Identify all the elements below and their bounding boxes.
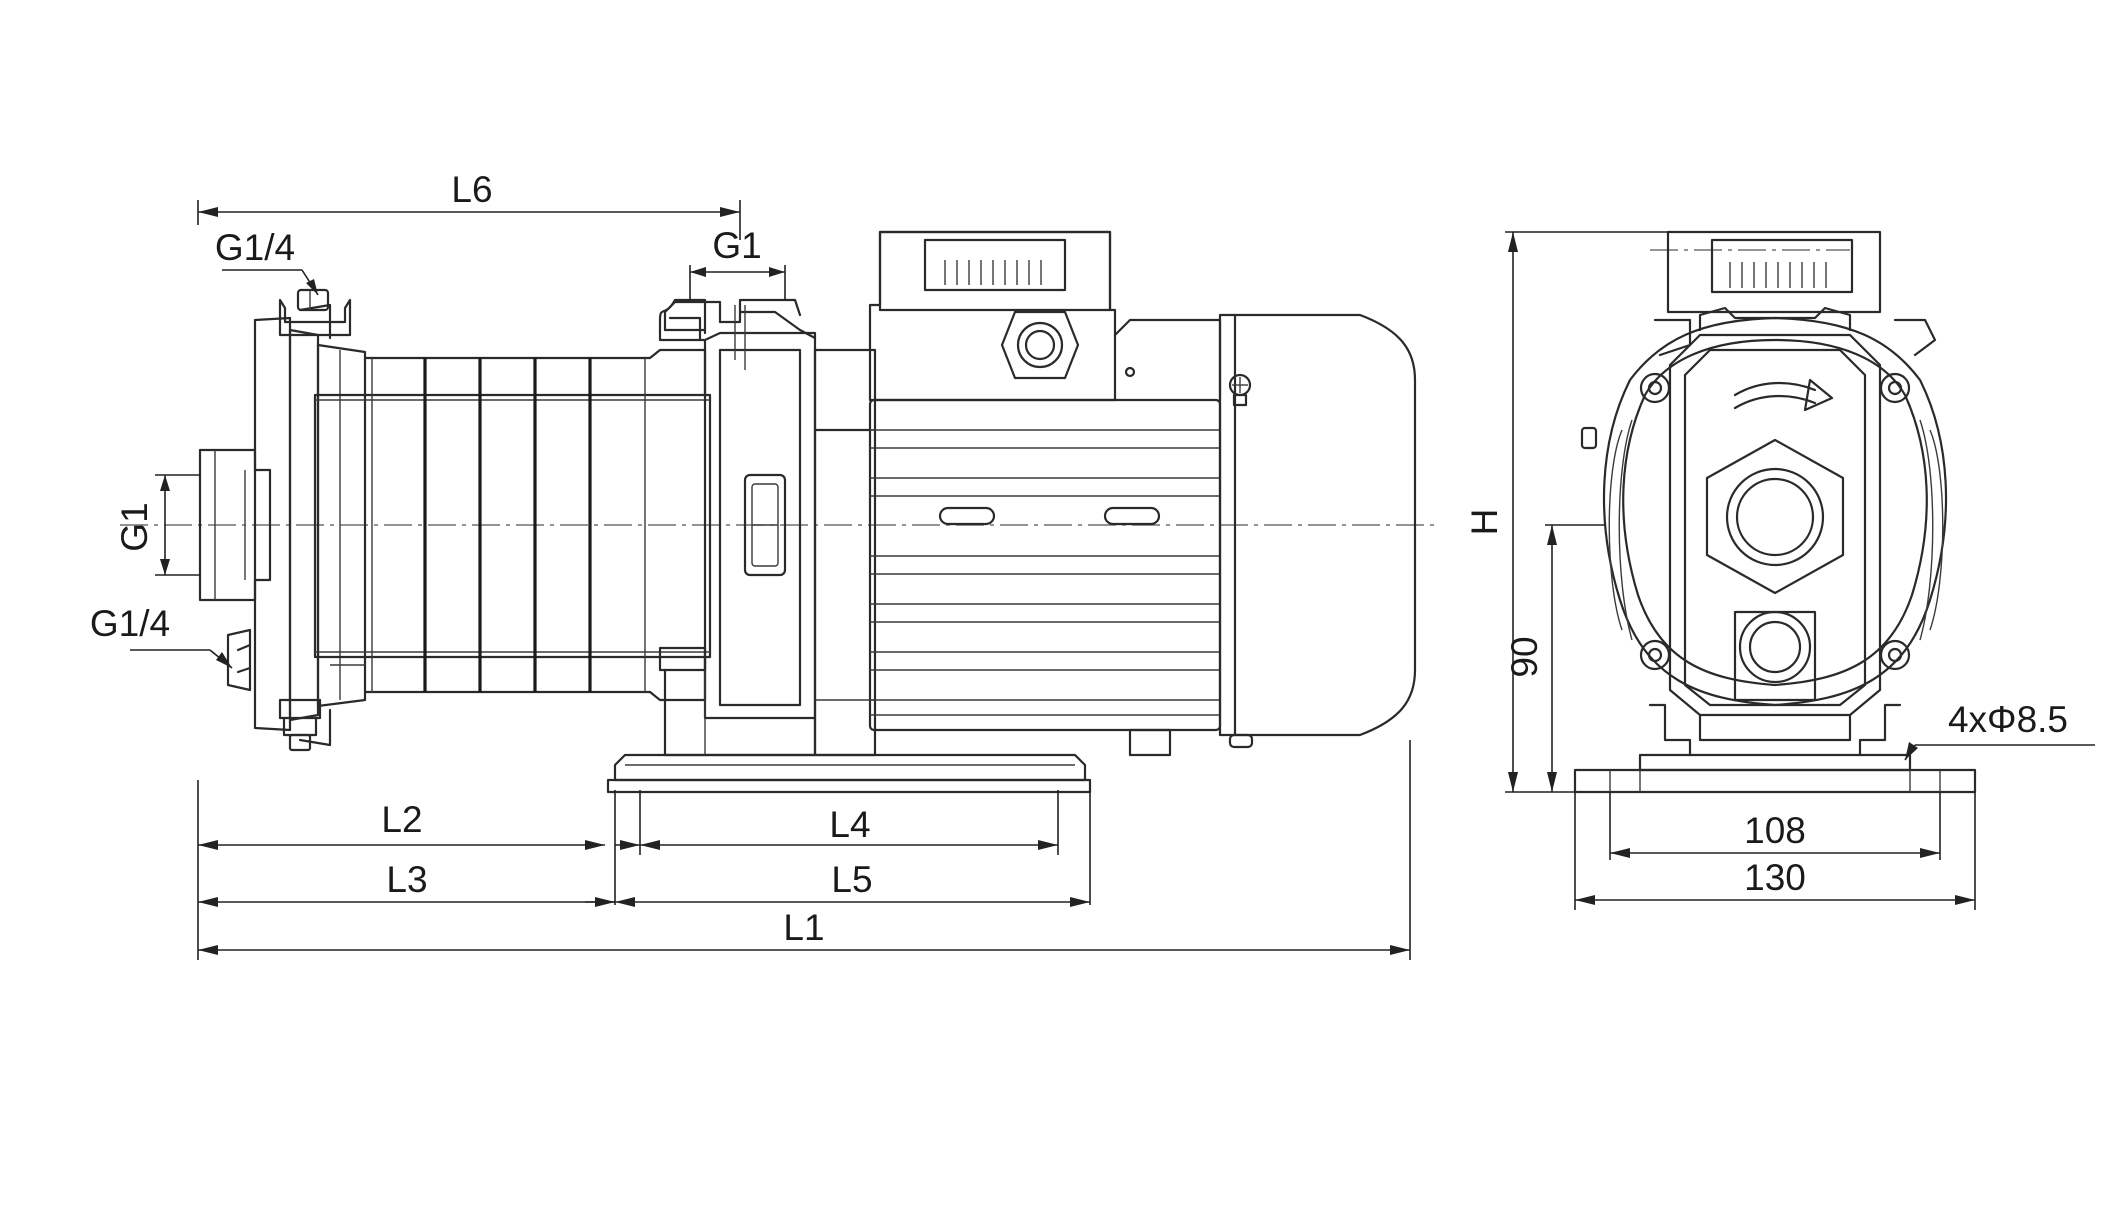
base-plate [606,753,1092,794]
terminal-box [868,230,1222,402]
label-L6: L6 [451,169,492,210]
dim-G1-top: G1 [689,225,786,300]
label-L2: L2 [381,799,422,840]
label-G1-left: G1 [114,502,155,551]
dim-G1-4-top: G1/4 [215,227,319,296]
dim-L2: L2 [197,780,605,900]
label-H: H [1464,509,1505,536]
end-pump-front [1639,306,1937,717]
label-holes: 4xΦ8.5 [1948,699,2068,740]
end-terminal-box [1666,230,1882,314]
dim-108: 108 [1609,792,1941,860]
label-130: 130 [1744,857,1806,898]
dim-130: 130 [1574,792,1976,910]
end-view [1573,230,1977,794]
label-G1-4-top: G1/4 [215,227,295,268]
label-G1-4-bottom: G1/4 [90,603,170,644]
motor-body [868,398,1254,757]
motor-adapter [813,348,877,757]
end-motor-casing [1580,316,1948,707]
inlet-end-cover [226,288,367,752]
dim-L5: L5 [585,859,1090,907]
dim-holes: 4xΦ8.5 [1904,699,2095,761]
label-L4: L4 [829,804,870,845]
dim-G1-left: G1 [114,474,200,576]
dimensions: L6 G1 G1 G1/4 [90,169,2095,960]
discharge-housing [658,298,817,757]
label-G1-top: G1 [712,225,761,266]
dim-G1-4-bottom: G1/4 [90,603,233,669]
dim-L1: L1 [197,740,1411,960]
dim-L3: L3 [198,859,615,907]
label-L5: L5 [831,859,872,900]
label-108: 108 [1744,810,1806,851]
dim-L4: L4 [614,790,1091,905]
label-90: 90 [1504,636,1545,677]
dim-H: H [1464,231,1668,793]
dim-90: 90 [1504,524,1605,792]
dim-L6: L6 [197,169,741,240]
label-L1: L1 [783,907,824,948]
label-L3: L3 [386,859,427,900]
fan-cover [1218,313,1417,737]
side-view [120,230,1440,794]
terminal-box-grille [944,260,1042,285]
